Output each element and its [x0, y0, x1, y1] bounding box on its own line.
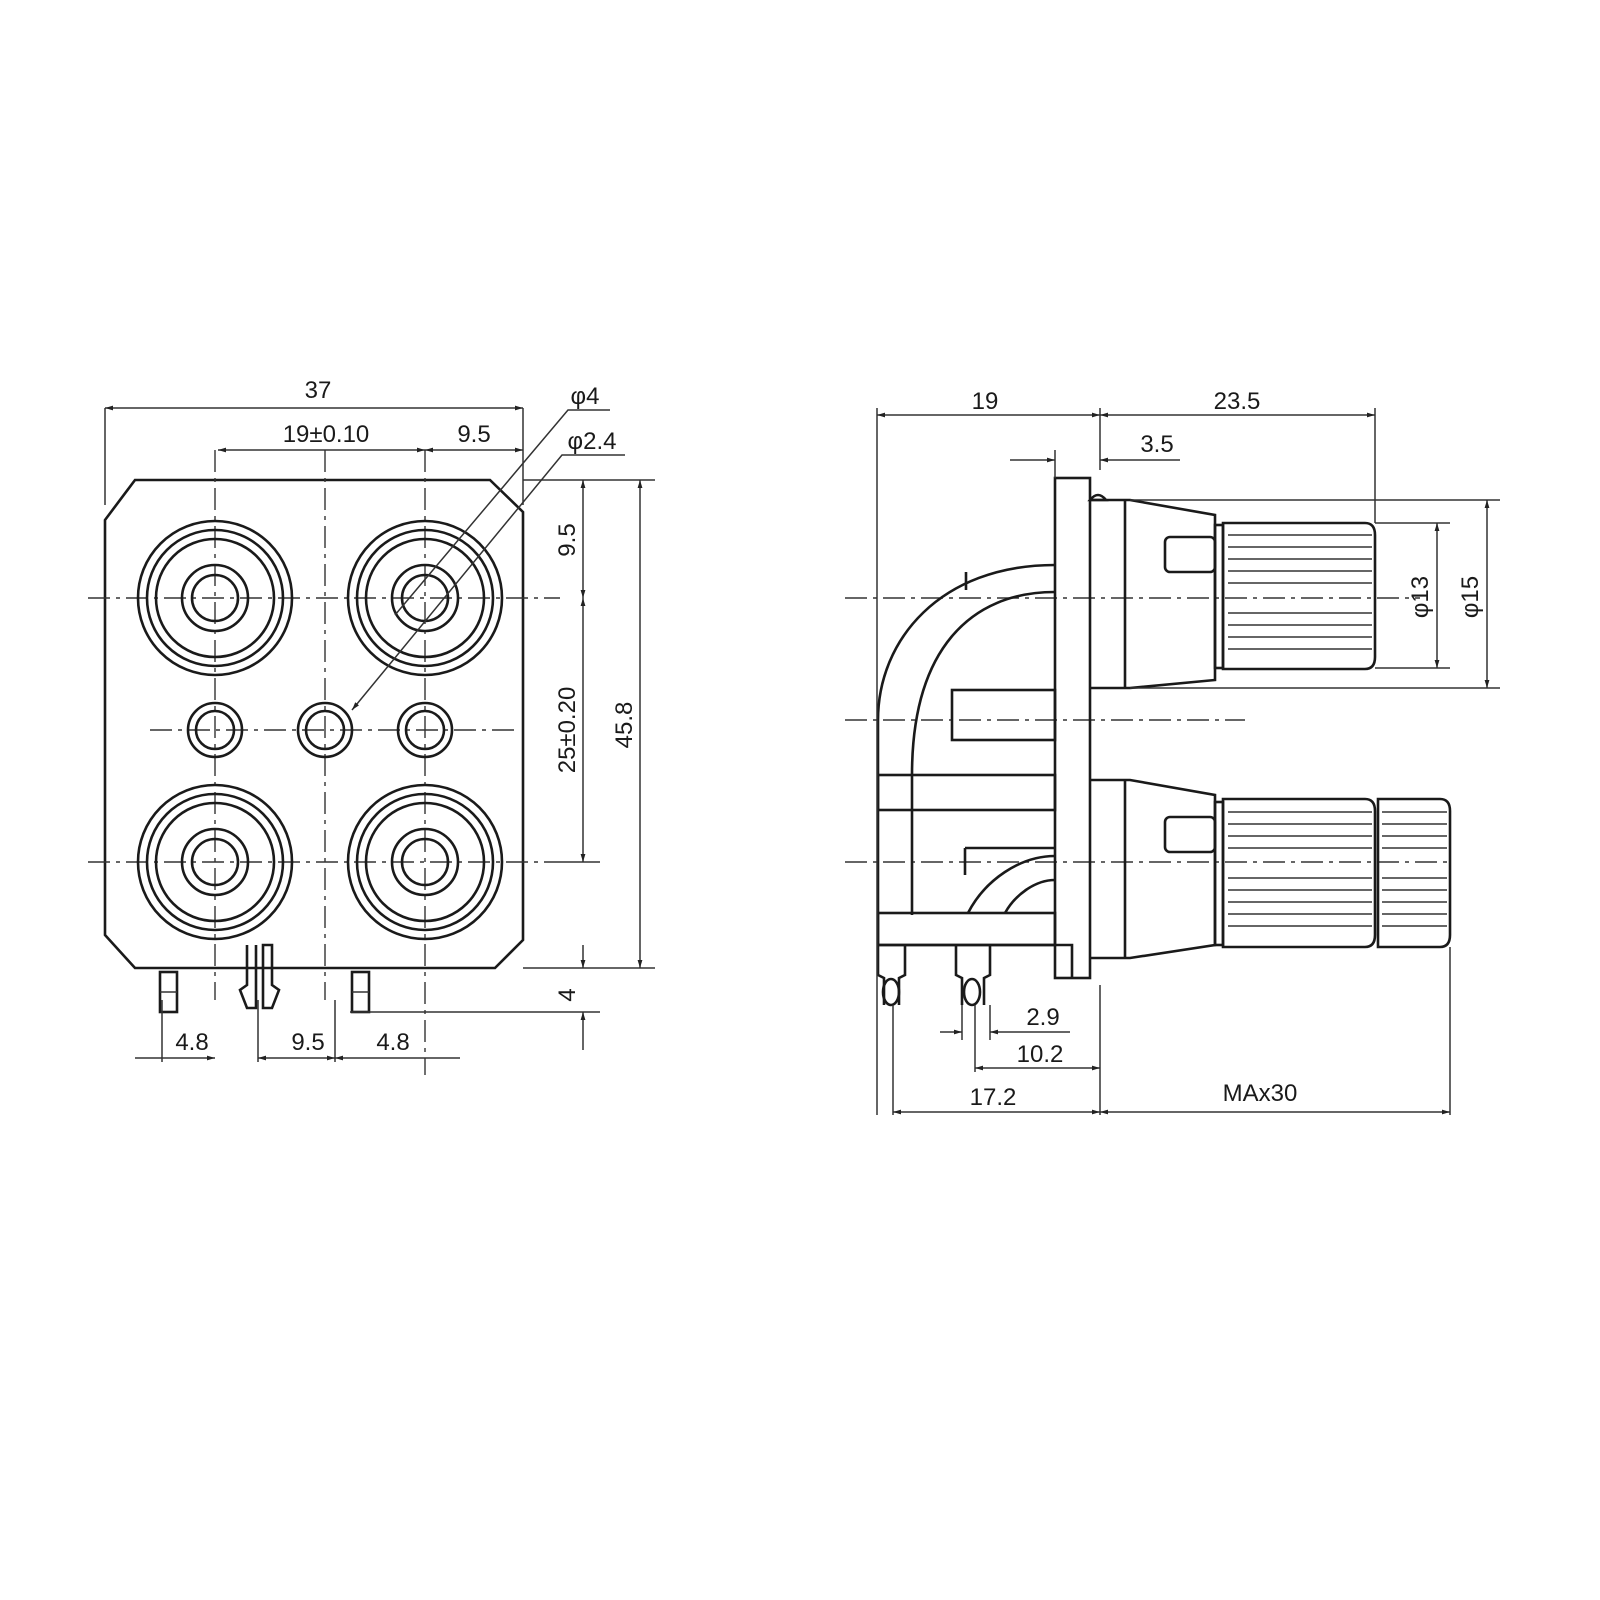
dim-edge-offset: 9.5: [457, 421, 490, 448]
body: [876, 563, 1074, 978]
dim-pin-right: 4.8: [376, 1029, 409, 1056]
side-view: 19 23.5 3.5 φ13 φ15 2.9 10.2 17.2 MAx30: [845, 388, 1500, 1115]
dim-phi-15: φ15: [1457, 576, 1484, 618]
pins: [158, 943, 371, 1014]
dim-max-length: MAx30: [1223, 1080, 1298, 1107]
dim-body-depth: 19: [972, 388, 999, 415]
rca-jack-bottom-right: [346, 783, 504, 941]
dim-width-total: 37: [305, 377, 332, 404]
side-dimensions: 19 23.5 3.5 φ13 φ15 2.9 10.2 17.2 MAx30: [876, 388, 1500, 1115]
flange: [1053, 476, 1092, 980]
dim-pin-width: 2.9: [1026, 1004, 1059, 1031]
dim-row-spacing: 25±0.20: [554, 687, 581, 774]
dim-flange: 3.5: [1140, 431, 1173, 458]
rca-jack-side-bottom: [1090, 778, 1452, 960]
dim-jack-spacing: 19±0.10: [283, 421, 370, 448]
rca-jack-top-left: [136, 519, 294, 677]
dim-pin-length: 4: [554, 988, 581, 1001]
dim-height-total: 45.8: [611, 702, 638, 749]
dim-phi-outer: φ4: [571, 383, 600, 410]
dim-pin-offset: 10.2: [1017, 1041, 1064, 1068]
dim-pin-mid: 9.5: [291, 1029, 324, 1056]
rca-jack-side-top: [1090, 498, 1377, 690]
dim-pin-depth: 17.2: [970, 1084, 1017, 1111]
rca-jack-bottom-left: [136, 783, 294, 941]
dim-pin-left: 4.8: [175, 1029, 208, 1056]
dim-top-offset: 9.5: [554, 523, 581, 556]
pins-side: [876, 945, 992, 1007]
dim-phi-inner: φ2.4: [568, 428, 617, 455]
front-view: 37 19±0.10 9.5 φ4 φ2.4 9.5 25±0.20 45.8 …: [88, 377, 655, 1075]
mounting-holes: [186, 701, 454, 759]
dim-phi-13: φ13: [1407, 576, 1434, 618]
front-plate: [103, 478, 525, 970]
front-dimensions: 37 19±0.10 9.5 φ4 φ2.4 9.5 25±0.20 45.8 …: [104, 377, 655, 1062]
dim-jack-length: 23.5: [1214, 388, 1261, 415]
